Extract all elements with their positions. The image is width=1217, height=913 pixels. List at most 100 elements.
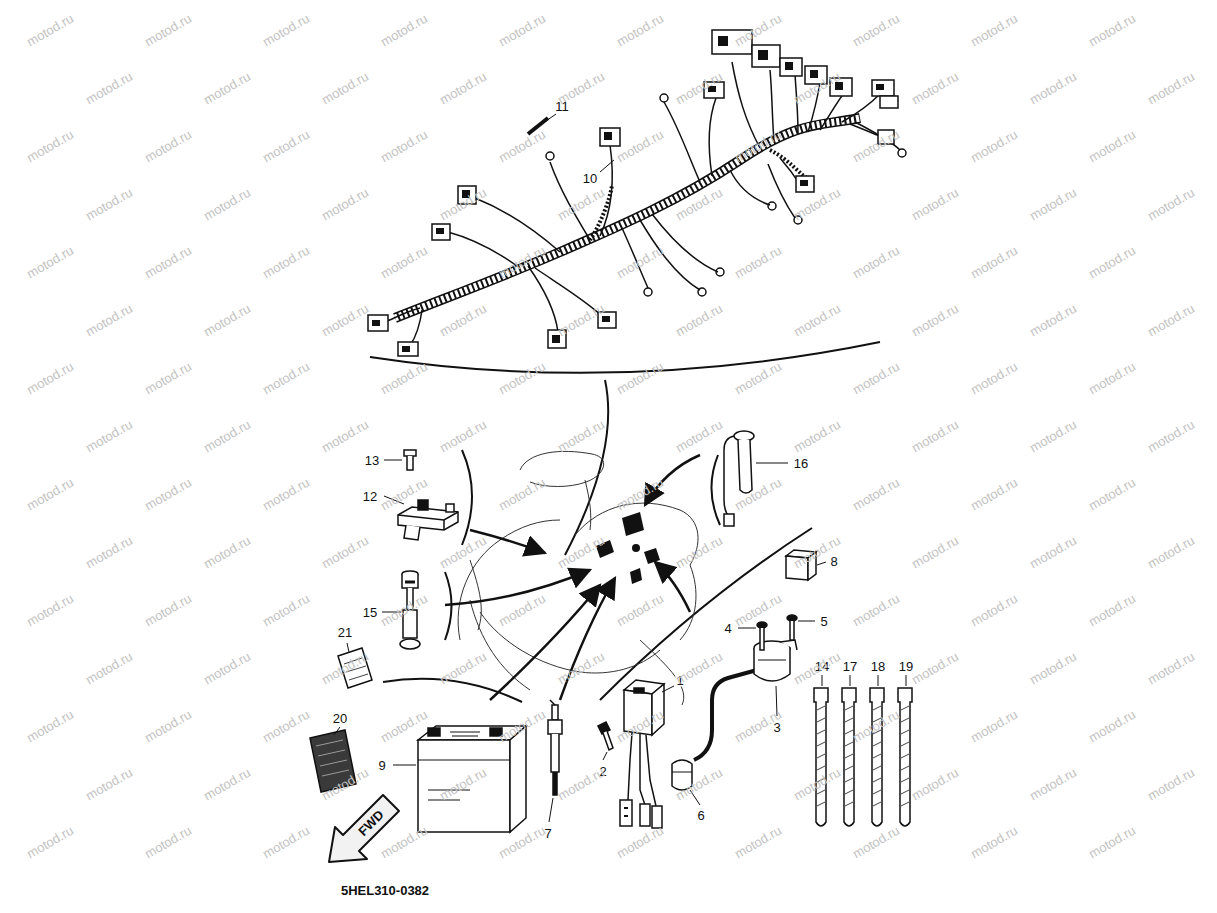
- temperature-sensor: [548, 720, 562, 734]
- watermark: motod.ru: [792, 766, 843, 803]
- section-divider: [600, 528, 812, 700]
- watermark: motod.ru: [1087, 360, 1138, 397]
- callout-number: 9: [377, 759, 386, 772]
- watermark: motod.ru: [261, 360, 312, 397]
- leader-line: [603, 752, 607, 760]
- wire-harness: [732, 62, 760, 148]
- cable-tie: [842, 688, 856, 826]
- component-marks: [644, 548, 660, 564]
- bolt: [404, 450, 416, 470]
- leader-line: [850, 675, 851, 686]
- temperature-sensor: [548, 700, 562, 795]
- fuse-connector: [402, 574, 418, 588]
- watermark: motod.ru: [556, 70, 607, 107]
- ignition-coil: [712, 670, 757, 700]
- wire-harness: [410, 310, 422, 346]
- wire-harness: [368, 30, 898, 356]
- leader-line: [334, 114, 906, 822]
- callout-number: 17: [842, 660, 858, 673]
- watermark: motod.ru: [1146, 534, 1197, 571]
- watermark: motod.ru: [733, 476, 784, 513]
- leader-line: [756, 463, 788, 464]
- watermark: motod.ru: [261, 128, 312, 165]
- wire-harness: [604, 132, 612, 140]
- watermark: motod.ru: [320, 766, 371, 803]
- watermark: motod.ru: [615, 128, 666, 165]
- watermark: motod.ru: [143, 128, 194, 165]
- watermark: motod.ru: [438, 70, 489, 107]
- watermark: motod.ru: [143, 360, 194, 397]
- screw: [787, 615, 797, 621]
- watermark: motod.ru: [1087, 12, 1138, 49]
- wire-harness: [368, 30, 906, 356]
- watermark: motod.ru: [202, 650, 253, 687]
- watermark: motod.ru: [910, 70, 961, 107]
- wire-harness: [842, 94, 880, 122]
- watermark: motod.ru: [674, 186, 725, 223]
- cable-tie: [814, 688, 828, 826]
- watermark: motod.ru: [143, 244, 194, 281]
- watermark: motod.ru: [556, 766, 607, 803]
- wire-harness: [398, 342, 418, 356]
- watermark: motod.ru: [674, 650, 725, 687]
- wire-harness: [395, 118, 860, 318]
- watermark: motod.ru: [497, 128, 548, 165]
- watermark: motod.ru: [25, 476, 76, 513]
- watermark: motod.ru: [969, 824, 1020, 861]
- leader-line: [546, 114, 556, 121]
- watermark: motod.ru: [202, 70, 253, 107]
- watermark: motod.ru: [261, 592, 312, 629]
- watermark: motod.ru: [261, 12, 312, 49]
- screw: [598, 722, 613, 750]
- wire-harness: [432, 224, 450, 240]
- cable-tie: [845, 706, 853, 806]
- watermark: motod.ru: [379, 12, 430, 49]
- watermark: motod.ru: [438, 766, 489, 803]
- grip-heater: [734, 431, 754, 441]
- watermark: motod.ru: [674, 302, 725, 339]
- watermark: motod.ru: [615, 476, 666, 513]
- watermark: motod.ru: [910, 302, 961, 339]
- watermark: motod.ru: [851, 128, 902, 165]
- watermark: motod.ru: [25, 592, 76, 629]
- watermark: motod.ru: [910, 650, 961, 687]
- screw: [790, 621, 794, 640]
- watermark: motod.ru: [320, 186, 371, 223]
- watermark: motod.ru: [84, 302, 135, 339]
- battery: [450, 732, 480, 736]
- cable-tie: [814, 688, 912, 826]
- callout-number: 16: [793, 457, 809, 470]
- watermark: motod.ru: [674, 70, 725, 107]
- wire-harness: [395, 118, 860, 318]
- watermark: motod.ru: [25, 12, 76, 49]
- watermark: motod.ru: [143, 12, 194, 49]
- watermark: motod.ru: [556, 186, 607, 223]
- wire-harness: [876, 84, 884, 90]
- watermark: motod.ru: [969, 12, 1020, 49]
- section-divider: [711, 455, 720, 525]
- watermark: motod.ru: [202, 302, 253, 339]
- watermark: motod.ru: [851, 592, 902, 629]
- watermark: motod.ru: [910, 534, 961, 571]
- watermark: motod.ru: [1028, 302, 1079, 339]
- watermark: motod.ru: [379, 244, 430, 281]
- watermark: motod.ru: [1028, 766, 1079, 803]
- screw: [603, 731, 613, 750]
- watermark: motod.ru: [261, 824, 312, 861]
- ignition-coil: [780, 640, 797, 650]
- wire-harness: [552, 335, 560, 343]
- battery: [510, 726, 526, 832]
- watermark: motod.ru: [25, 244, 76, 281]
- bolt: [407, 456, 413, 470]
- watermark: motod.ru: [969, 128, 1020, 165]
- callout-number: 4: [723, 622, 732, 635]
- cdi-unit: [634, 688, 644, 693]
- wire-harness: [475, 198, 560, 252]
- callout-number: 6: [696, 809, 705, 822]
- cable-tie: [901, 706, 909, 806]
- battery: [428, 728, 440, 736]
- leader-line: [817, 562, 826, 565]
- watermark: motod.ru: [615, 12, 666, 49]
- wire-harness: [709, 98, 716, 176]
